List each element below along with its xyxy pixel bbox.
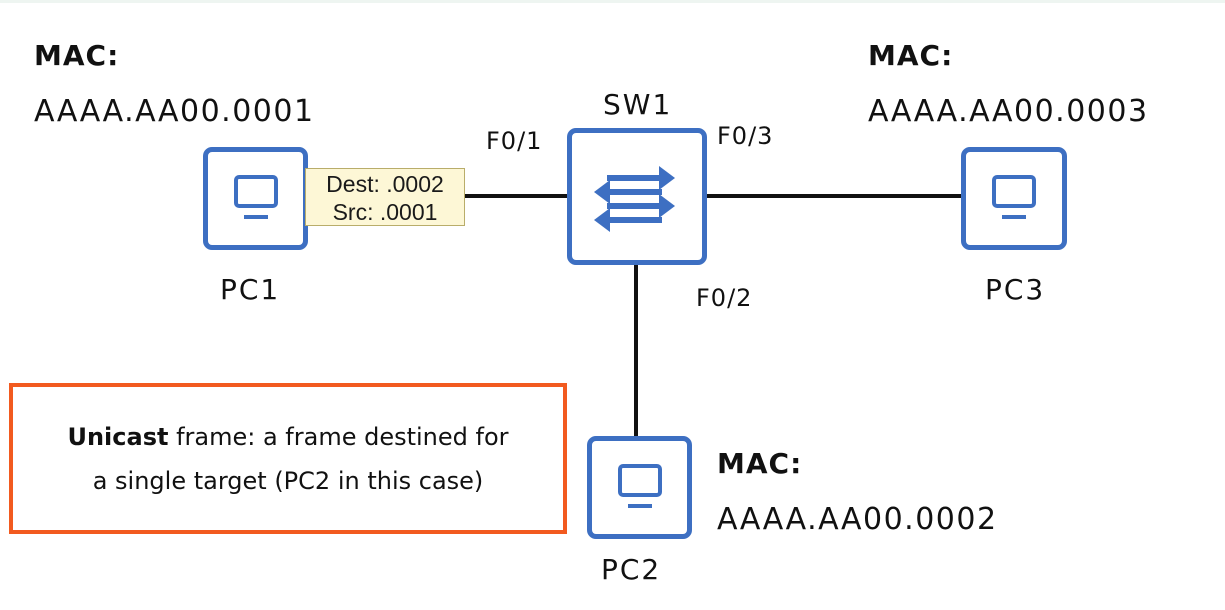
sw1-icon[interactable] [567,128,707,265]
note-line-2: a single target (PC2 in this case) [92,467,484,495]
pc1-label: PC1 [220,273,281,306]
note-line1-rest: frame: a frame destined for [168,423,509,451]
unicast-definition-note: Unicast frame: a frame destined for a si… [9,383,567,534]
port-f03-label: F0/3 [717,122,774,150]
pc2-icon[interactable] [587,436,692,539]
pc2-label: PC2 [601,553,662,586]
note-term: Unicast [67,423,169,451]
sw1-label: SW1 [603,88,673,121]
monitor-icon [234,175,278,219]
monitor-icon [618,464,662,508]
switch-arrows-icon [594,166,675,232]
note-line-1: Unicast frame: a frame destined for [13,415,563,459]
link-sw1-pc3 [706,194,962,198]
pc3-mac-value: AAAA.AA00.0003 [868,94,1149,129]
port-f01-label: F0/1 [486,127,543,155]
frame-src: Src: .0001 [332,199,438,225]
pc3-icon[interactable] [961,147,1067,250]
pc1-mac-title: MAC: [34,39,120,72]
pc1-icon[interactable] [203,147,308,250]
pc2-mac-title: MAC: [717,447,803,480]
monitor-icon [992,175,1036,219]
pc2-mac-value: AAAA.AA00.0002 [717,502,998,537]
link-sw1-pc2 [634,264,638,438]
top-divider [0,0,1225,3]
port-f02-label: F0/2 [696,284,753,312]
pc1-mac-value: AAAA.AA00.0001 [34,94,315,129]
pc3-label: PC3 [985,273,1046,306]
frame-header-tag: Dest: .0002 Src: .0001 [305,168,465,226]
pc3-mac-title: MAC: [868,39,954,72]
frame-dest: Dest: .0002 [326,171,444,197]
